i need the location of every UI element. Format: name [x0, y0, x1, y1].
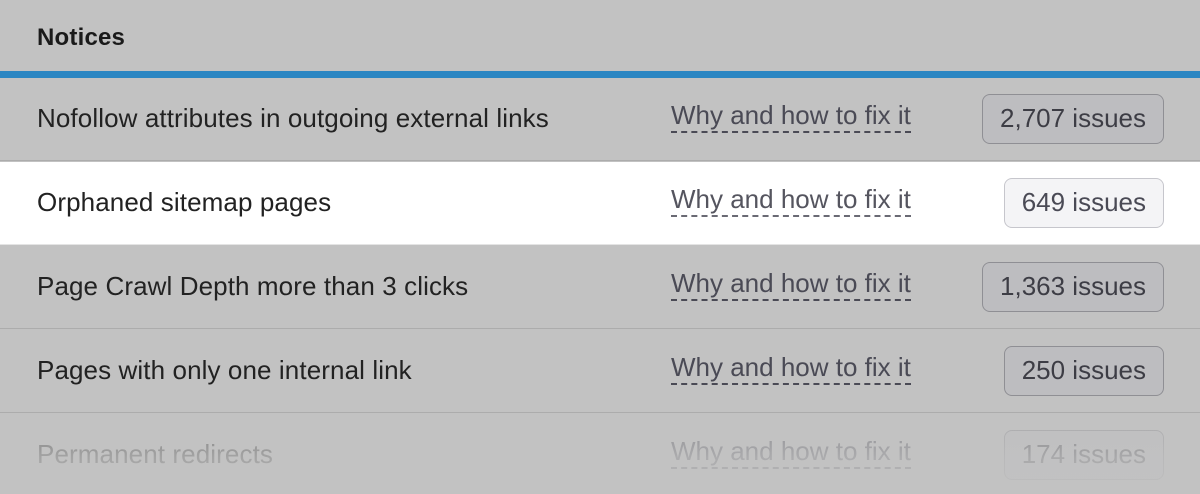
why-and-how-to-fix-link[interactable]: Why and how to fix it: [671, 352, 911, 385]
notice-label: Permanent redirects: [37, 439, 274, 469]
why-and-how-to-fix-link[interactable]: Why and how to fix it: [671, 100, 911, 133]
issues-count-button[interactable]: 174 issues: [1003, 430, 1164, 480]
why-and-how-to-fix-link[interactable]: Why and how to fix it: [671, 184, 911, 217]
issues-count-button[interactable]: 1,363 issues: [982, 262, 1164, 312]
why-and-how-to-fix-link[interactable]: Why and how to fix it: [671, 436, 911, 469]
notice-label: Page Crawl Depth more than 3 clicks: [37, 271, 469, 301]
header-accent-bar: [0, 71, 1200, 78]
why-and-how-to-fix-link[interactable]: Why and how to fix it: [671, 268, 911, 301]
notice-row[interactable]: Nofollow attributes in outgoing external…: [0, 78, 1200, 161]
notice-label: Orphaned sitemap pages: [37, 187, 332, 217]
notices-header: Notices: [0, 0, 1200, 72]
notice-row[interactable]: Pages with only one internal link Why an…: [0, 330, 1200, 413]
notice-label: Pages with only one internal link: [37, 355, 412, 385]
section-title: Notices: [37, 24, 126, 51]
issues-count-button[interactable]: 649 issues: [1003, 178, 1164, 228]
notice-row[interactable]: Page Crawl Depth more than 3 clicks Why …: [0, 246, 1200, 329]
notice-row-highlighted[interactable]: Orphaned sitemap pages Why and how to fi…: [0, 162, 1200, 245]
issues-count-button[interactable]: 250 issues: [1003, 346, 1164, 396]
notice-label: Nofollow attributes in outgoing external…: [37, 103, 549, 133]
issues-count-button[interactable]: 2,707 issues: [982, 94, 1164, 144]
notice-row[interactable]: Permanent redirects Why and how to fix i…: [0, 414, 1200, 494]
